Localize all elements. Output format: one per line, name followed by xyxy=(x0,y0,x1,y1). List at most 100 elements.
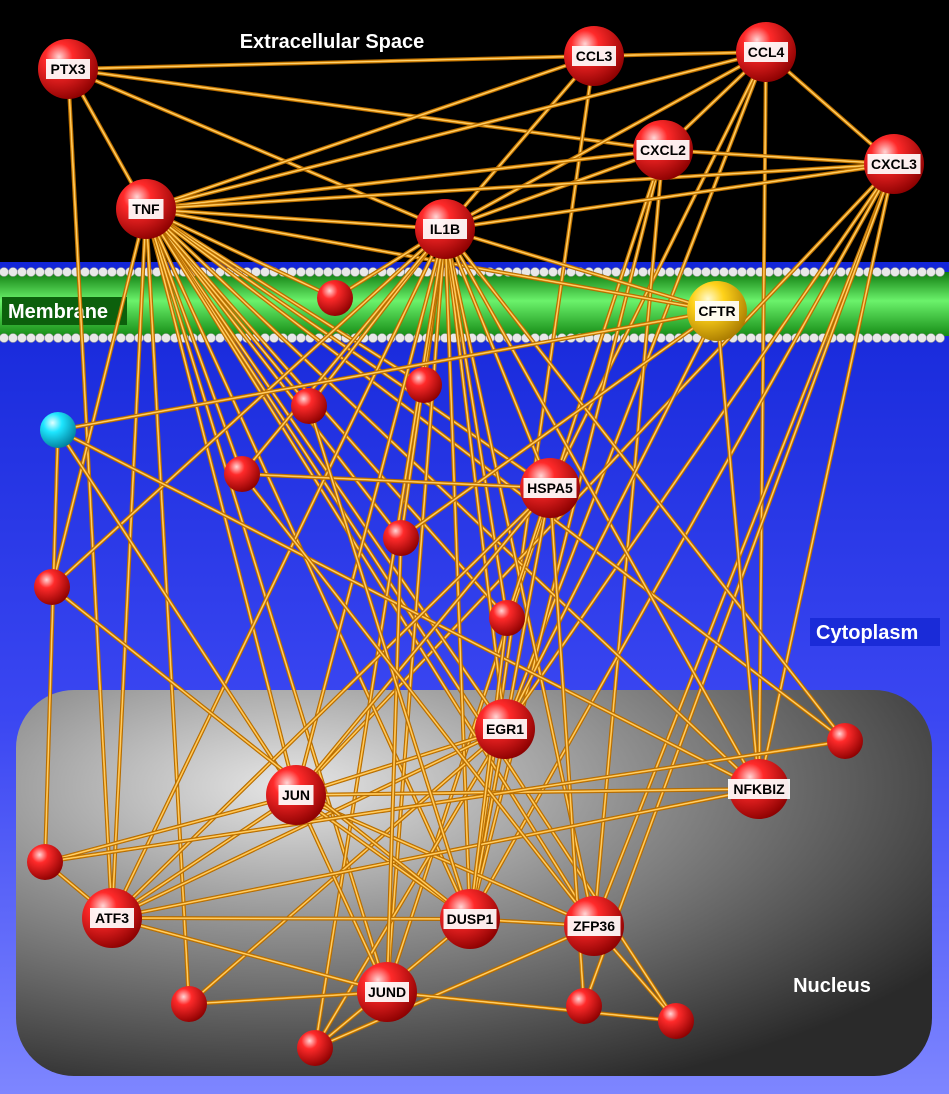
edge-u3-ZFP36 xyxy=(240,472,596,928)
edge-ATF3-JUND xyxy=(111,916,388,994)
membrane-bead xyxy=(845,333,855,343)
node-sphere xyxy=(317,280,353,316)
node-u3[interactable] xyxy=(224,456,260,492)
node-label-bg xyxy=(728,779,790,799)
membrane-bead xyxy=(305,267,315,277)
node-u2[interactable] xyxy=(291,388,327,424)
membrane-bead xyxy=(908,267,918,277)
edge-DUSP1-u6 xyxy=(50,585,472,921)
node-u7[interactable] xyxy=(27,844,63,880)
membrane-bead xyxy=(260,267,270,277)
node-label-bg xyxy=(572,46,616,66)
membrane-bead xyxy=(719,267,729,277)
node-dusp1[interactable]: DUSP1 xyxy=(440,889,500,949)
membrane-bead xyxy=(161,333,171,343)
edge-c1-JUN xyxy=(56,428,298,797)
node-u4[interactable] xyxy=(383,520,419,556)
node-m1[interactable] xyxy=(317,280,353,316)
membrane-bead xyxy=(728,267,738,277)
nucleus-label: Nucleus xyxy=(793,975,871,997)
membrane-bead xyxy=(17,267,27,277)
edge-u4-JUND xyxy=(385,537,403,993)
edge-IL1B-JUN xyxy=(294,228,447,796)
node-zfp36[interactable]: ZFP36 xyxy=(564,896,624,956)
membrane-bead xyxy=(935,267,945,277)
node-label: IL1B xyxy=(430,221,460,237)
membrane-bead xyxy=(8,333,18,343)
membrane-bead xyxy=(899,333,909,343)
node-sphere xyxy=(27,844,63,880)
membrane-bead xyxy=(926,333,936,343)
edge-CFTR-c1 xyxy=(57,309,718,432)
edge-JUN-ATF3 xyxy=(110,793,298,920)
membrane-bead xyxy=(917,267,927,277)
node-label-bg xyxy=(443,909,497,929)
membrane-bead xyxy=(683,267,693,277)
node-nfkbiz[interactable]: NFKBIZ xyxy=(728,759,790,819)
edge-HSPA5-u3 xyxy=(241,472,551,490)
membrane-bead xyxy=(62,333,72,343)
node-u5[interactable] xyxy=(489,600,525,636)
node-n2[interactable] xyxy=(171,986,207,1022)
cytoplasm-label: Cytoplasm xyxy=(816,622,918,644)
extracellular-label: Extracellular Space xyxy=(240,31,425,53)
membrane-bead xyxy=(323,267,333,277)
node-n3[interactable] xyxy=(566,988,602,1024)
node-cxcl3[interactable]: CXCL3 xyxy=(864,134,924,194)
node-cxcl2[interactable]: CXCL2 xyxy=(633,120,693,180)
membrane-bead xyxy=(80,267,90,277)
node-n1[interactable] xyxy=(827,723,863,759)
node-c1[interactable] xyxy=(40,412,76,448)
node-ptx3[interactable]: PTX3 xyxy=(38,39,98,99)
node-label: ATF3 xyxy=(95,910,129,926)
node-cftr[interactable]: CFTR xyxy=(687,281,747,341)
edge-PTX3-CCL3 xyxy=(67,54,595,71)
node-atf3[interactable]: ATF3 xyxy=(82,888,142,948)
edge-TNF-DUSP1 xyxy=(144,208,472,920)
node-label: HSPA5 xyxy=(527,480,573,496)
edge-IL1B-n1 xyxy=(443,227,847,743)
edge-CXCL3-EGR1 xyxy=(503,162,896,731)
node-egr1[interactable]: EGR1 xyxy=(475,699,535,759)
edge-c1-u7 xyxy=(43,429,60,863)
membrane-bead xyxy=(773,267,783,277)
node-label: CXCL2 xyxy=(640,142,686,158)
node-jund[interactable]: JUND xyxy=(357,962,417,1022)
edge-TNF-n4 xyxy=(144,207,678,1023)
membrane-bead xyxy=(692,267,702,277)
edge-TNF-m1 xyxy=(145,207,336,300)
edge-n4-JUND xyxy=(386,990,677,1023)
node-sphere xyxy=(40,412,76,448)
membrane-bead xyxy=(935,333,945,343)
node-n5[interactable] xyxy=(297,1030,333,1066)
edges-layer xyxy=(43,50,896,1050)
edge-TNF-ATF3 xyxy=(110,208,148,919)
node-label: TNF xyxy=(132,201,160,217)
node-tnf[interactable]: TNF xyxy=(116,179,176,239)
edge-PTX3-ATF3 xyxy=(66,68,114,919)
node-u1[interactable] xyxy=(406,367,442,403)
edge-u5-DUSP1 xyxy=(468,617,509,920)
edge-c1-NFKBIZ xyxy=(57,428,760,791)
node-u6[interactable] xyxy=(34,569,70,605)
edge-CCL4-TNF xyxy=(145,50,767,211)
node-sphere xyxy=(827,723,863,759)
node-ccl4[interactable]: CCL4 xyxy=(736,22,796,82)
node-il1b[interactable]: IL1B xyxy=(415,199,475,259)
edge-IL1B-DUSP1 xyxy=(443,228,472,920)
membrane-bead xyxy=(44,267,54,277)
node-label-bg xyxy=(128,199,164,219)
node-jun[interactable]: JUN xyxy=(266,765,326,825)
edge-u7-n1 xyxy=(44,739,846,864)
membrane-bead xyxy=(116,333,126,343)
node-n4[interactable] xyxy=(658,1003,694,1039)
edge-n2-JUND xyxy=(188,990,388,1006)
membrane-bead xyxy=(629,333,639,343)
membrane-bead xyxy=(395,333,405,343)
membrane-bead xyxy=(899,267,909,277)
node-hspa5[interactable]: HSPA5 xyxy=(520,458,580,518)
node-ccl3[interactable]: CCL3 xyxy=(564,26,624,86)
edge-u7-JUN xyxy=(44,793,297,864)
